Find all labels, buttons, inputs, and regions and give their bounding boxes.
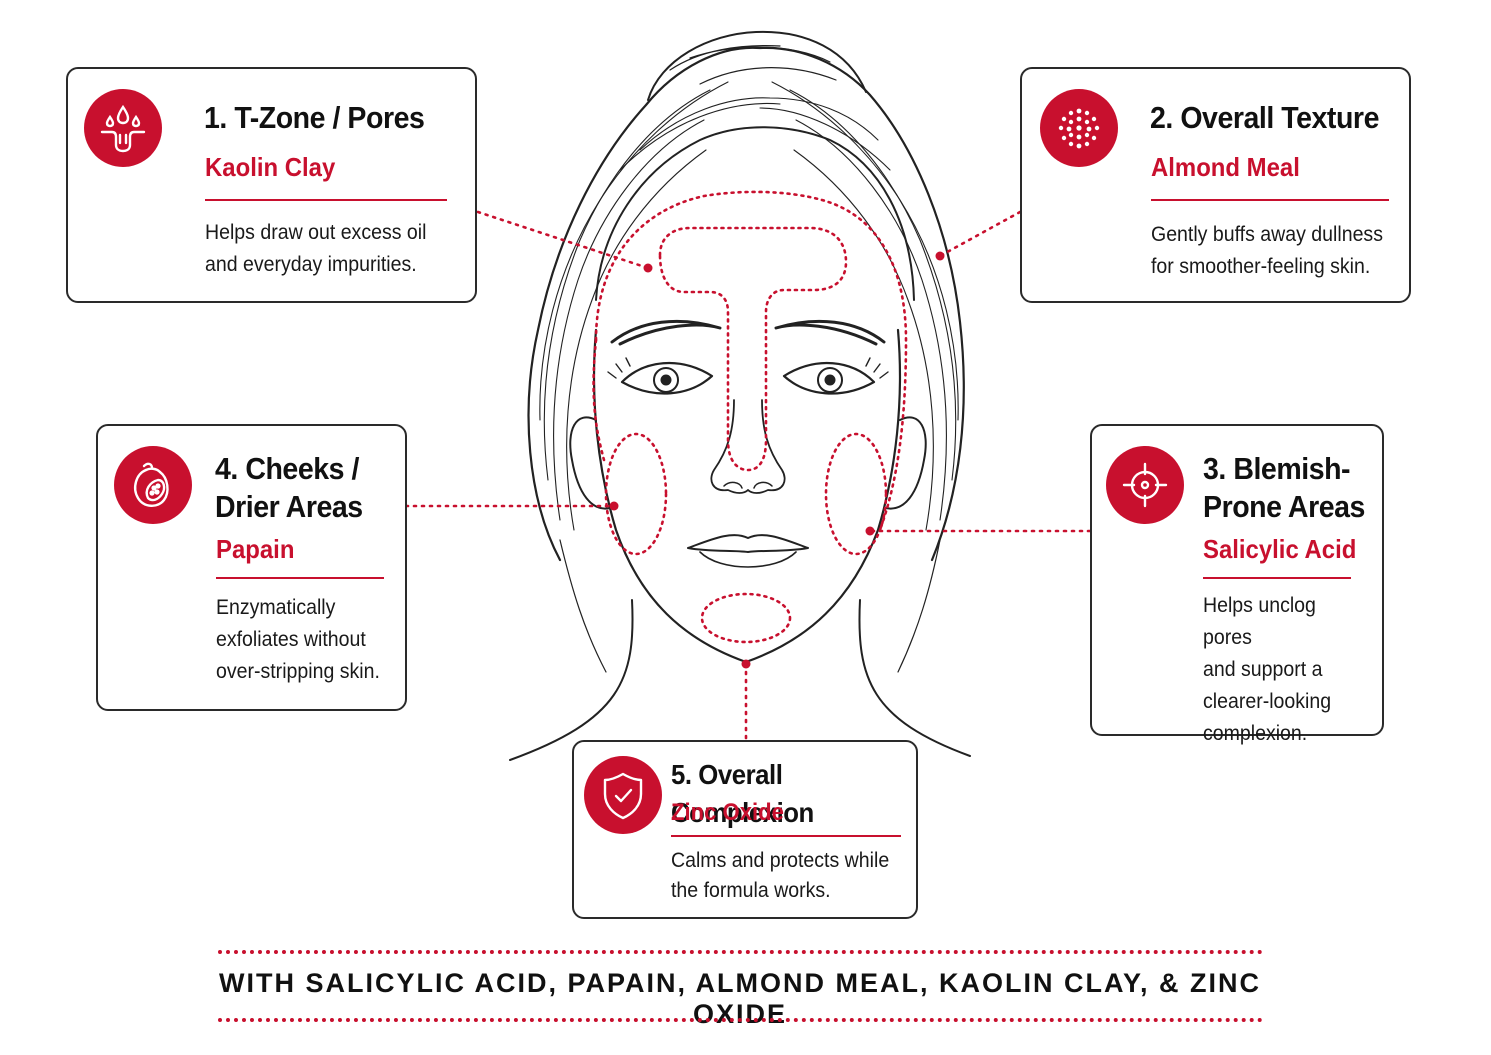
footer-divider-top [218, 950, 1263, 954]
leader-lines [404, 210, 1092, 742]
card-title: 3. Blemish-Prone Areas [1203, 451, 1365, 524]
target-crosshair-icon [1106, 446, 1184, 524]
divider [216, 577, 384, 579]
card-title: 1. T-Zone / Pores [204, 100, 425, 135]
face-perimeter-outline [594, 190, 908, 532]
treatment-zones [592, 190, 908, 644]
ingredient-name: Salicylic Acid [1203, 534, 1357, 564]
card-cheeks: 4. Cheeks /Drier Areas Papain Enzymatica… [96, 424, 407, 711]
ingredient-name: Zinc Oxide [671, 799, 784, 826]
chin-zone [700, 592, 792, 644]
left-cheek-zone [604, 432, 668, 556]
ingredient-name: Almond Meal [1151, 152, 1300, 182]
face-left-perimeter [592, 338, 606, 462]
t-zone-outline [658, 226, 848, 472]
card-texture: 2. Overall Texture Almond Meal Gently bu… [1020, 67, 1411, 303]
divider [205, 199, 447, 201]
leader-dots [609, 251, 945, 669]
card-title: 2. Overall Texture [1150, 100, 1379, 135]
dotted-texture-icon [1040, 89, 1118, 167]
droplets-pores-icon [84, 89, 162, 167]
right-cheek-zone [824, 432, 888, 556]
ingredient-name: Kaolin Clay [205, 152, 336, 182]
ingredient-name: Papain [216, 534, 295, 564]
card-complexion: 5. Overall Complexion Zinc Oxide Calms a… [572, 740, 918, 919]
divider [1203, 577, 1351, 579]
ingredients-footer: WITH SALICYLIC ACID, PAPAIN, ALMOND MEAL… [219, 968, 1261, 1029]
divider [1151, 199, 1389, 201]
card-tzone: 1. T-Zone / Pores Kaolin Clay Helps draw… [66, 67, 477, 303]
card-title: 4. Cheeks /Drier Areas [215, 451, 363, 524]
papaya-icon [114, 446, 192, 524]
face-line-drawing [509, 30, 971, 761]
leader-tzone [476, 210, 650, 270]
card-title: 5. Overall Complexion [671, 759, 814, 828]
card-blemish: 3. Blemish-Prone Areas Salicylic Acid He… [1090, 424, 1384, 745]
shield-check-icon [584, 756, 662, 834]
divider [671, 835, 901, 837]
footer-divider-bottom [218, 1018, 1263, 1022]
leader-texture [938, 210, 1022, 258]
